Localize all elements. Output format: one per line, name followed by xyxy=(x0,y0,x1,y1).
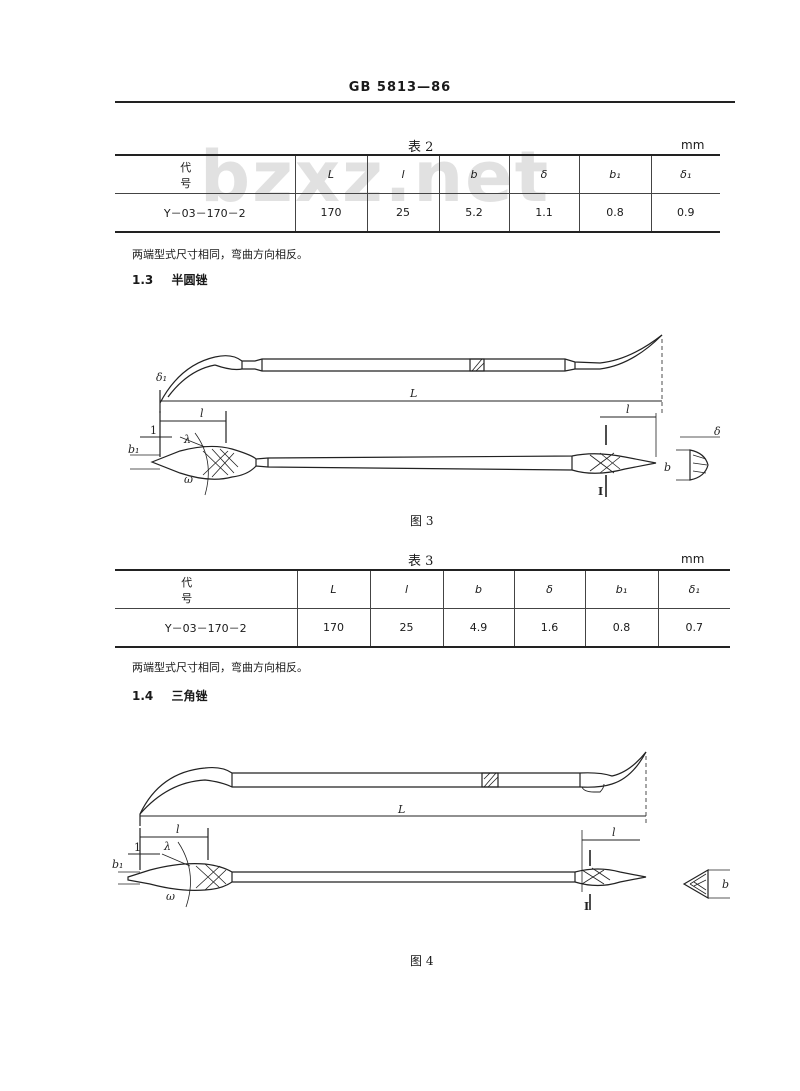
fig3-label-l-left: l xyxy=(200,407,204,420)
table3-header-code: 代 号 xyxy=(115,569,297,609)
section-1-4-title: 三角锉 xyxy=(171,689,208,703)
fig3-label-delta1: δ₁ xyxy=(156,371,167,384)
header-rule xyxy=(115,101,735,103)
table2-cell-code: Y－03－170－2 xyxy=(115,193,295,233)
table3-cell-l: 25 xyxy=(369,608,443,648)
figure4-caption: 图 4 xyxy=(410,954,434,968)
fig4-label-L: L xyxy=(397,803,405,816)
fig3-label-lambda: λ xyxy=(183,433,191,446)
table2-header-delta1: δ₁ xyxy=(650,154,720,194)
figure3-caption: 图 3 xyxy=(410,514,434,528)
table3-header-l: l xyxy=(369,569,443,609)
table2: 代 号 L l b δ b₁ δ₁ Y－03－170－2 170 25 5.2 … xyxy=(115,154,720,233)
table2-data-row: Y－03－170－2 170 25 5.2 1.1 0.8 0.9 xyxy=(115,193,720,233)
fig4-label-l-right: l xyxy=(612,826,616,839)
table2-cell-delta1: 0.9 xyxy=(650,193,720,233)
table2-cell-b1: 0.8 xyxy=(578,193,651,233)
table3-header-delta: δ xyxy=(513,569,585,609)
table3-data-row: Y－03－170－2 170 25 4.9 1.6 0.8 0.7 xyxy=(115,608,730,648)
table2-unit: mm xyxy=(681,138,705,152)
fig3-label-one: 1 xyxy=(150,424,157,437)
fig4-upper-outline xyxy=(139,751,647,815)
table3-cell-L: 170 xyxy=(296,608,370,648)
fig4-file-body xyxy=(127,863,647,891)
fig3-label-b: b xyxy=(664,461,671,474)
fig4-label-lambda: λ xyxy=(163,840,171,853)
fig4-label-omega: ω xyxy=(166,890,175,903)
fig3-label-l-right: l xyxy=(626,403,630,416)
standard-header: GB 5813—86 xyxy=(348,80,452,95)
section-1-4-number: 1.4 xyxy=(132,689,154,703)
table3-caption: 表 3 xyxy=(408,554,434,569)
table3-cell-code: Y－03－170－2 xyxy=(115,608,297,648)
table3-cell-b: 4.9 xyxy=(442,608,514,648)
fig4-label-b1: b₁ xyxy=(112,858,123,871)
fig3-label-delta: δ xyxy=(714,425,721,438)
table2-cell-L: 170 xyxy=(294,193,367,233)
table3-header-L: L xyxy=(296,569,370,609)
table3-note: 两端型式尺寸相同，弯曲方向相反。 xyxy=(132,661,308,674)
table2-cell-b: 5.2 xyxy=(438,193,509,233)
table3: 代 号 L l b δ b₁ δ₁ Y－03－170－2 170 25 4.9 … xyxy=(115,569,730,648)
table3-header-delta1: δ₁ xyxy=(657,569,730,609)
fig4-label-one: 1 xyxy=(134,841,141,854)
table2-header-b1: b₁ xyxy=(578,154,651,194)
table2-header-code: 代 号 xyxy=(115,154,295,194)
table3-unit: mm xyxy=(681,552,705,566)
fig3-label-b1: b₁ xyxy=(128,443,139,456)
fig4-label-b: b xyxy=(722,878,729,891)
section-1-3-number: 1.3 xyxy=(132,273,154,287)
table2-cell-delta: 1.1 xyxy=(508,193,579,233)
table3-cell-delta: 1.6 xyxy=(513,608,585,648)
figure3-drawing: L l l 1 b₁ λ ω δ₁ b δ I xyxy=(128,334,721,498)
table3-header-row: 代 号 L l b δ b₁ δ₁ xyxy=(115,569,730,609)
table2-caption: 表 2 xyxy=(408,140,434,155)
fig3-label-omega: ω xyxy=(184,473,193,486)
table2-header-row: 代 号 L l b δ b₁ δ₁ xyxy=(115,154,720,194)
table3-cell-b1: 0.8 xyxy=(584,608,658,648)
section-1-3-title: 半圆锉 xyxy=(171,273,208,287)
table2-header-L: L xyxy=(294,154,367,194)
figure4-drawing: L l l 1 b₁ λ ω b I xyxy=(112,751,730,913)
fig3-file-body xyxy=(150,445,657,480)
fig3-left-curved-tip xyxy=(159,356,216,404)
table2-header-b: b xyxy=(438,154,509,194)
table2-cell-l: 25 xyxy=(366,193,439,233)
fig3-label-L: L xyxy=(409,387,417,400)
fig3-label-section: I xyxy=(598,485,603,498)
table3-header-b: b xyxy=(442,569,514,609)
table2-note: 两端型式尺寸相同，弯曲方向相反。 xyxy=(132,248,308,261)
section-1-3-heading: 1.3 半圆锉 xyxy=(132,271,207,288)
table2-header-delta: δ xyxy=(508,154,579,194)
fig4-label-l-left: l xyxy=(176,823,180,836)
table3-header-b1: b₁ xyxy=(584,569,658,609)
table2-header-l: l xyxy=(366,154,439,194)
section-1-4-heading: 1.4 三角锉 xyxy=(132,687,207,704)
fig4-label-section: I xyxy=(584,900,589,913)
table3-cell-delta1: 0.7 xyxy=(657,608,730,648)
